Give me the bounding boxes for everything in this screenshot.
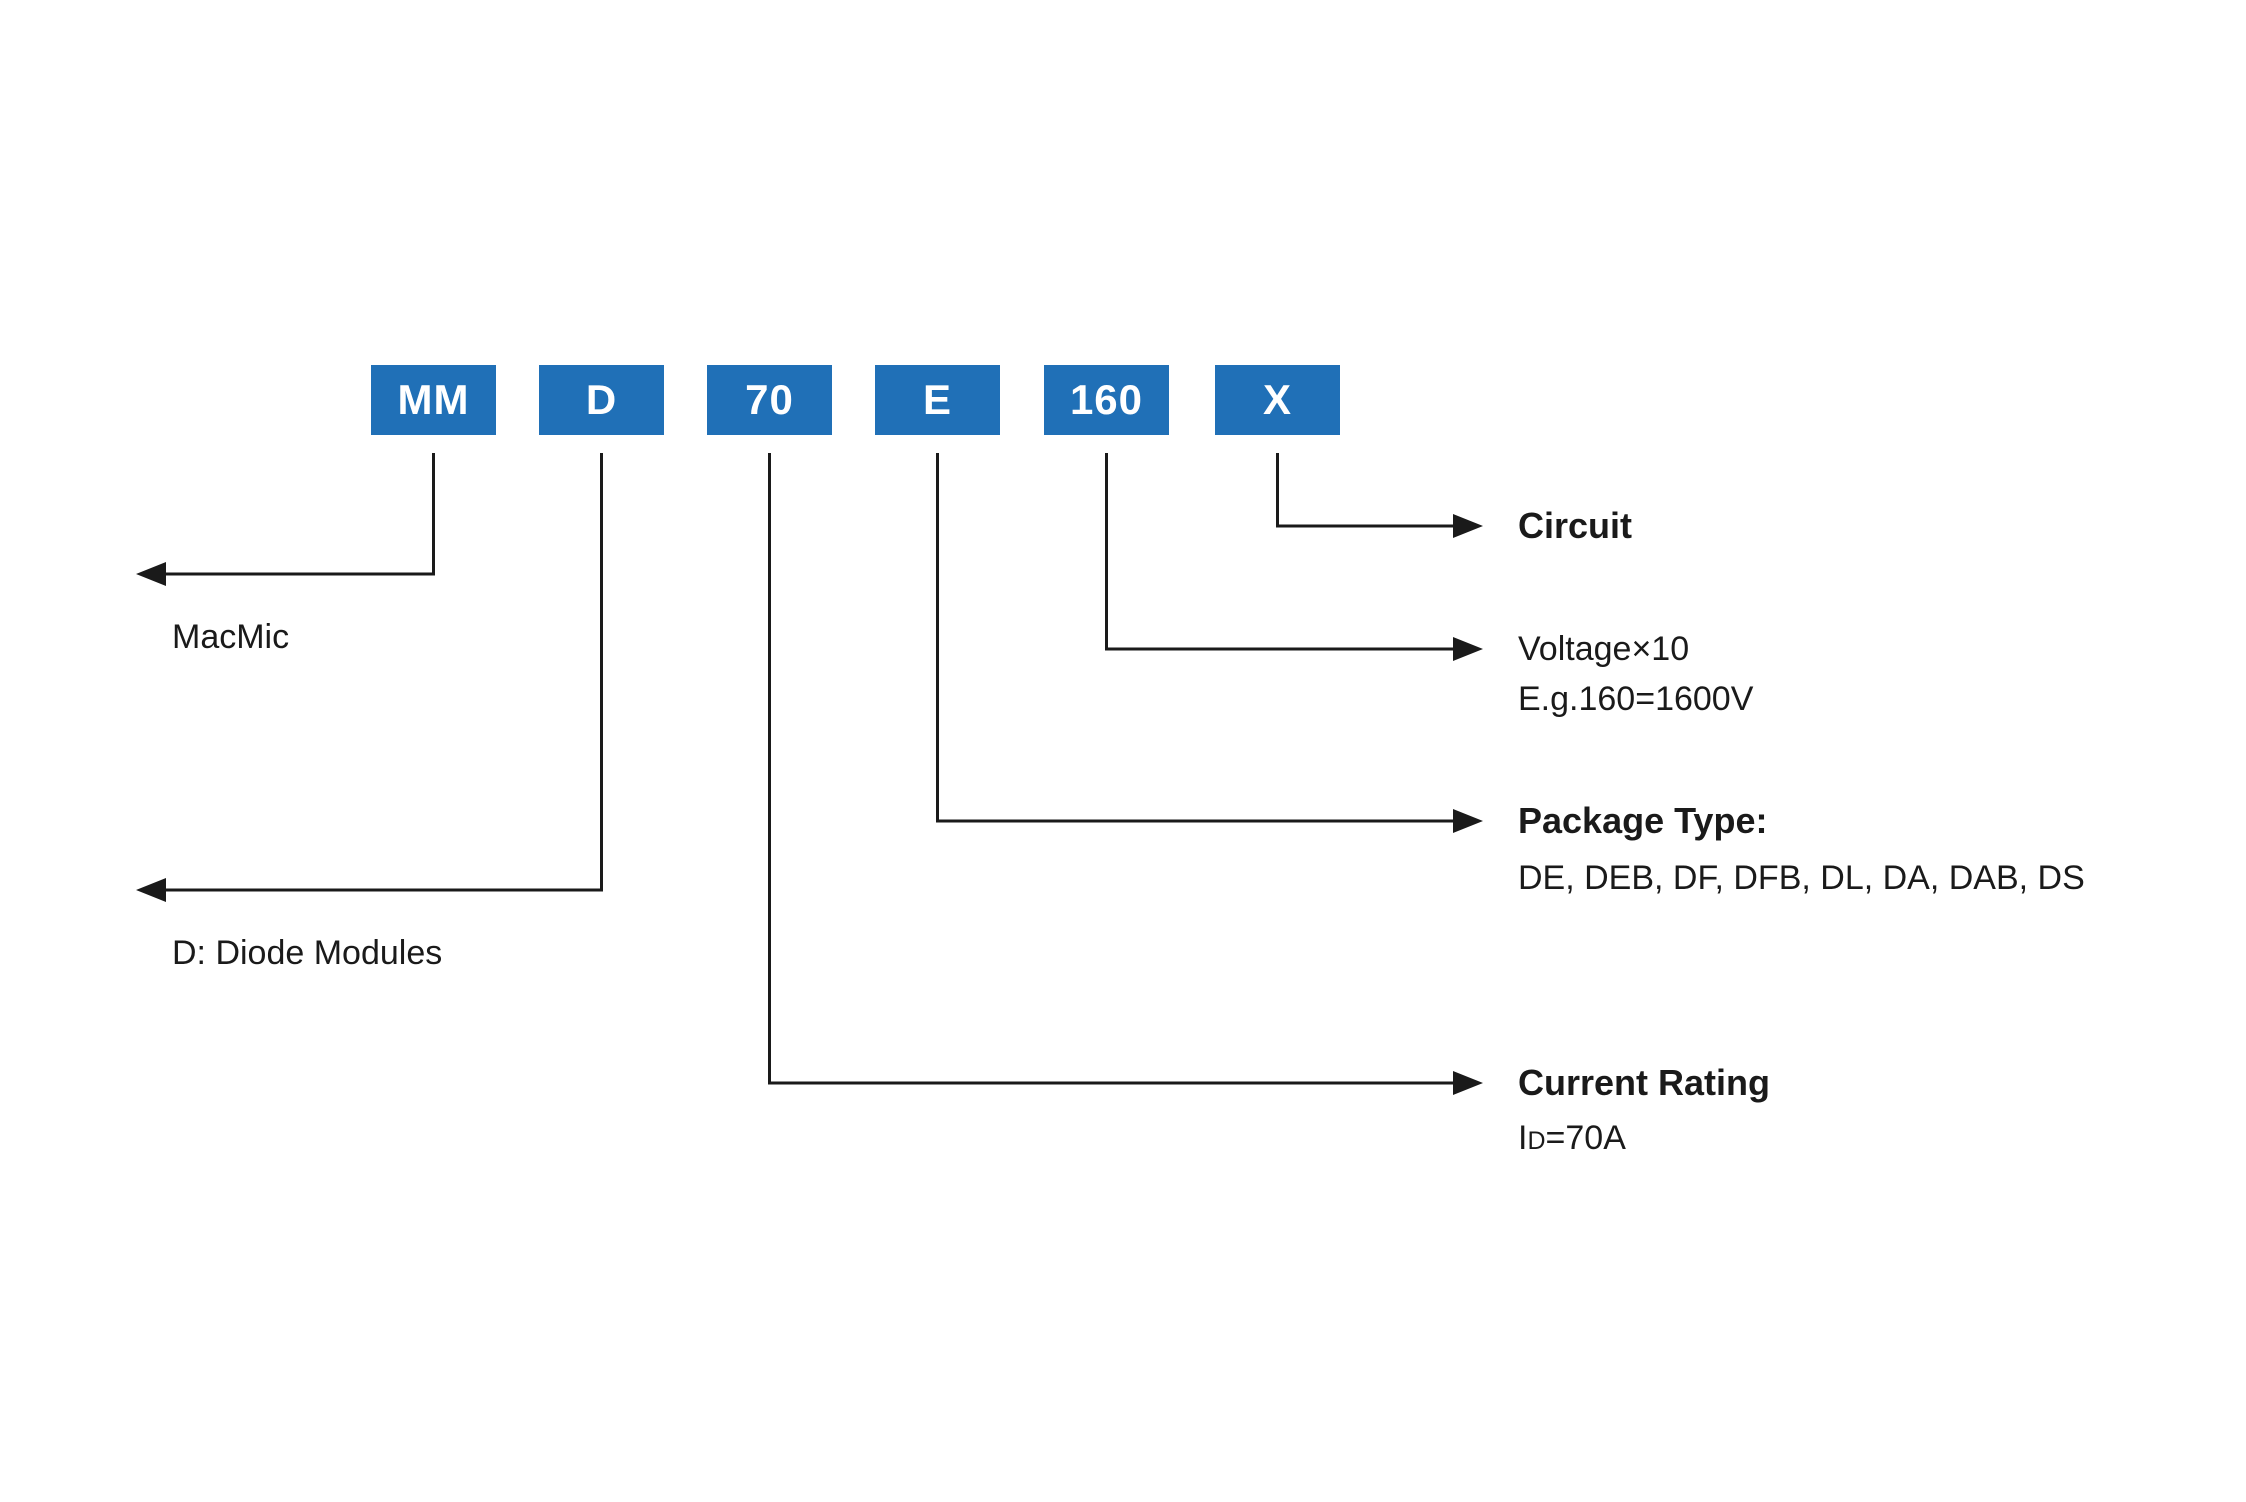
circuit-title: Circuit [1518,505,1633,546]
current-title: Current Rating [1518,1062,1770,1103]
annotation-circuit: Circuit [1518,501,1632,551]
connector-mm-macmic [136,453,435,586]
annotation-current: Current Rating ID=70A [1518,1058,1770,1166]
connector-160-voltage [1105,453,1483,661]
current-symbol-suffix: =70A [1545,1119,1626,1157]
code-box-x: X [1215,365,1340,435]
code-box-d: D [539,365,664,435]
voltage-title: Voltage×10 [1518,630,1690,668]
code-box-160: 160 [1044,365,1169,435]
connector-70-current [768,453,1483,1095]
package-title: Package Type: [1518,800,1768,841]
connector-e-package [936,453,1483,833]
code-box-70: 70 [707,365,832,435]
current-value: ID=70A [1518,1113,1770,1166]
code-box-mm: MM [371,365,496,435]
code-box-e: E [875,365,1000,435]
current-symbol-prefix: I [1518,1119,1528,1157]
current-symbol-subscript: D [1527,1127,1546,1155]
annotation-voltage: Voltage×10 E.g.160=1600V [1518,624,1753,724]
manufacturer-label: MacMic [172,618,290,656]
connector-d-diode [136,453,603,902]
package-options: DE, DEB, DF, DFB, DL, DA, DAB, DS [1518,859,2085,897]
connector-x-circuit [1276,453,1483,538]
annotation-manufacturer: MacMic [172,612,289,662]
annotation-package: Package Type: DE, DEB, DF, DFB, DL, DA, … [1518,796,2085,903]
annotation-module-type: D: Diode Modules [172,928,442,978]
module-type-label: D: Diode Modules [172,934,443,972]
voltage-example: E.g.160=1600V [1518,680,1754,718]
